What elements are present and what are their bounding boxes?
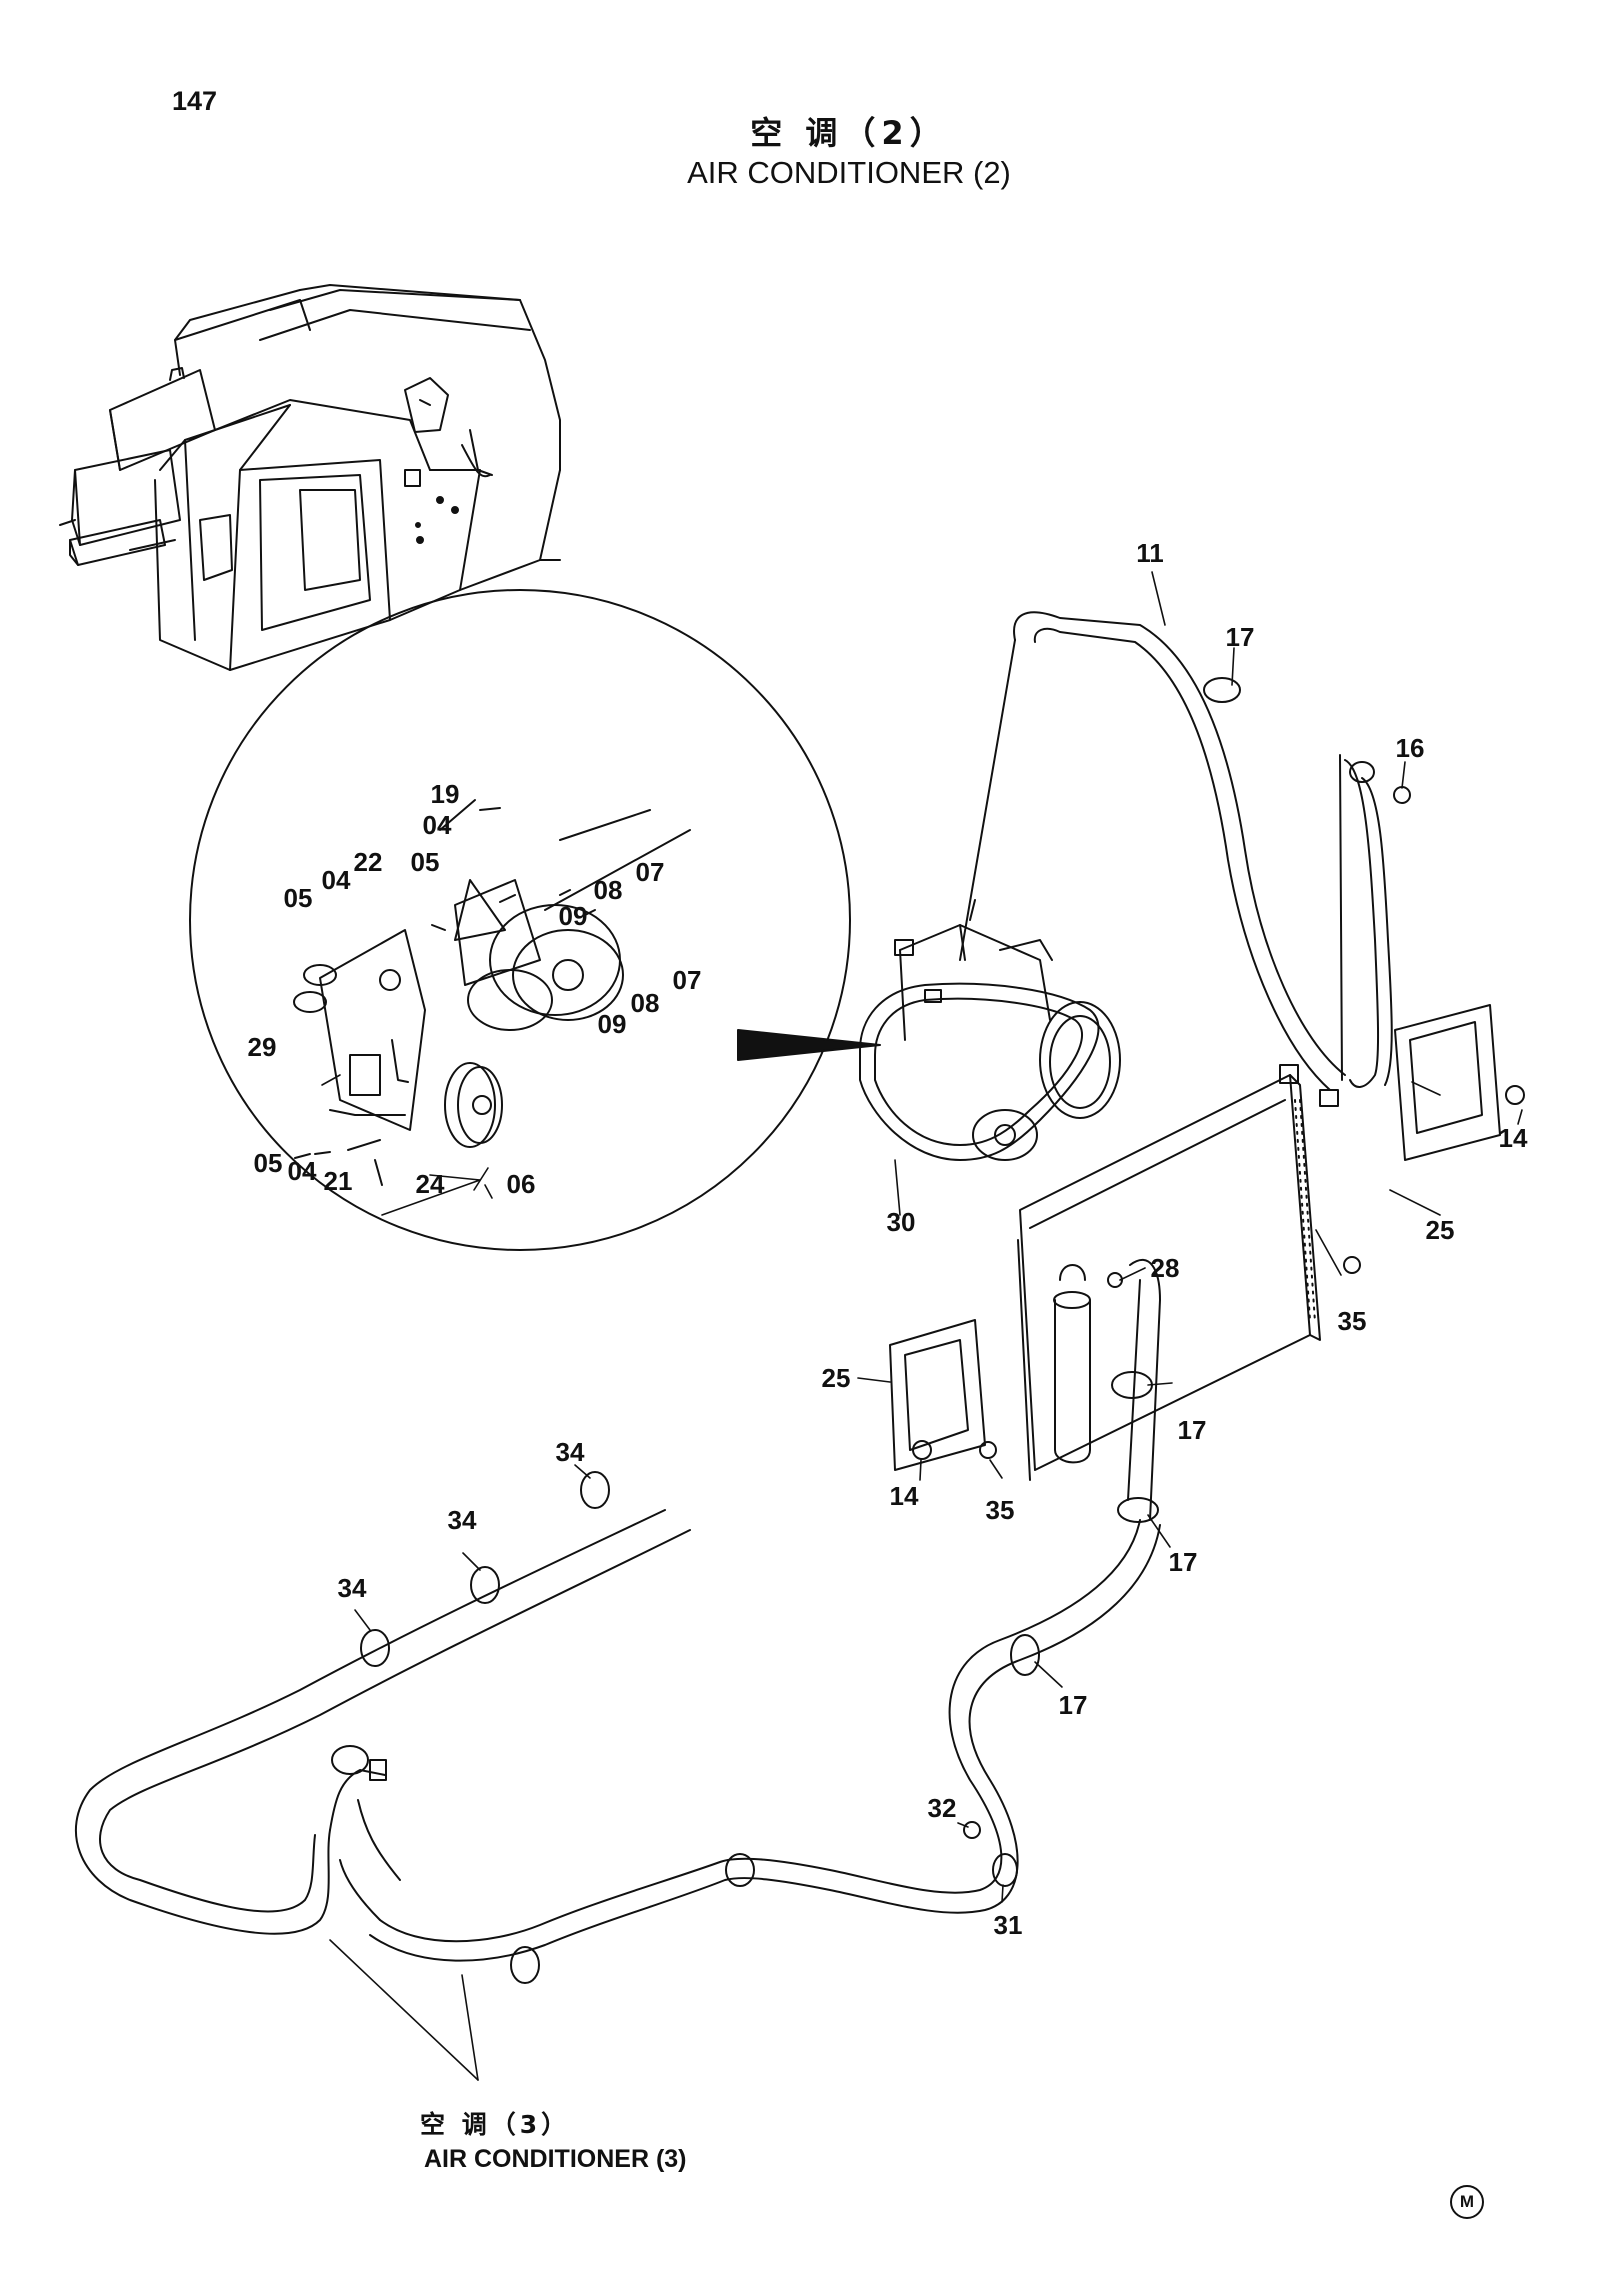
callout-25: 25 (821, 1363, 851, 1393)
bolts (912, 786, 1525, 1839)
callout-08: 08 (593, 875, 623, 905)
callout-34: 34 (447, 1505, 477, 1535)
suction-hose-loop (74, 1509, 1161, 1962)
callout-22: 22 (353, 847, 383, 877)
callout-35: 35 (1337, 1306, 1367, 1336)
mounting-brackets (889, 1004, 1501, 1471)
callout-14: 14 (1498, 1123, 1528, 1153)
callout-05: 05 (410, 847, 440, 877)
callout-14: 14 (889, 1481, 919, 1511)
callout-30: 30 (886, 1207, 916, 1237)
discharge-hose (959, 611, 1393, 1091)
callout-16: 16 (1395, 733, 1425, 763)
page-number: 147 (172, 86, 218, 116)
callout-17: 17 (1058, 1690, 1088, 1720)
callout-24: 24 (415, 1169, 445, 1199)
reference-title-english: AIR CONDITIONER (3) (424, 2145, 687, 2173)
callout-04: 04 (287, 1156, 317, 1186)
callout-07: 07 (635, 857, 665, 887)
receiver-drier (1053, 1258, 1161, 1521)
callout-17: 17 (1168, 1547, 1198, 1577)
condenser (1017, 1064, 1339, 1481)
callout-17: 17 (1177, 1415, 1207, 1445)
compressor-detail (293, 799, 691, 1186)
leader-lines (321, 571, 1523, 1903)
compressor-assembly (859, 899, 1121, 1161)
callout-35: 35 (985, 1495, 1015, 1525)
callout-25: 25 (1425, 1215, 1455, 1245)
reference-title-chinese: 空 调（3） (420, 2110, 571, 2139)
callout-05: 05 (253, 1148, 283, 1178)
callout-05: 05 (283, 883, 313, 913)
callout-28: 28 (1150, 1253, 1180, 1283)
reference-leader-lines (329, 1939, 479, 2081)
callout-32: 32 (927, 1793, 957, 1823)
callout-34: 34 (337, 1573, 367, 1603)
callout-09: 09 (558, 901, 588, 931)
callout-04: 04 (321, 865, 351, 895)
callout-04: 04 (422, 810, 452, 840)
circled-m-mark: M (1450, 2185, 1484, 2219)
callout-17: 17 (1225, 622, 1255, 652)
detail-pointer-arrow (737, 1029, 881, 1061)
callout-09: 09 (597, 1009, 627, 1039)
callout-29: 29 (247, 1032, 277, 1062)
callout-06: 06 (506, 1169, 536, 1199)
callout-08: 08 (630, 988, 660, 1018)
callout-21: 21 (323, 1166, 353, 1196)
title-english: AIR CONDITIONER (2) (687, 155, 1011, 190)
callout-11: 11 (1136, 538, 1164, 568)
callout-19: 19 (430, 779, 460, 809)
hose-clamps (360, 677, 1241, 1984)
detail-magnifier-circle (189, 589, 851, 1251)
title-chinese: 空 调（2） (750, 114, 948, 152)
callout-07: 07 (672, 965, 702, 995)
excavator-overview (59, 284, 561, 671)
callout-31: 31 (993, 1910, 1023, 1940)
callout-34: 34 (555, 1437, 585, 1467)
